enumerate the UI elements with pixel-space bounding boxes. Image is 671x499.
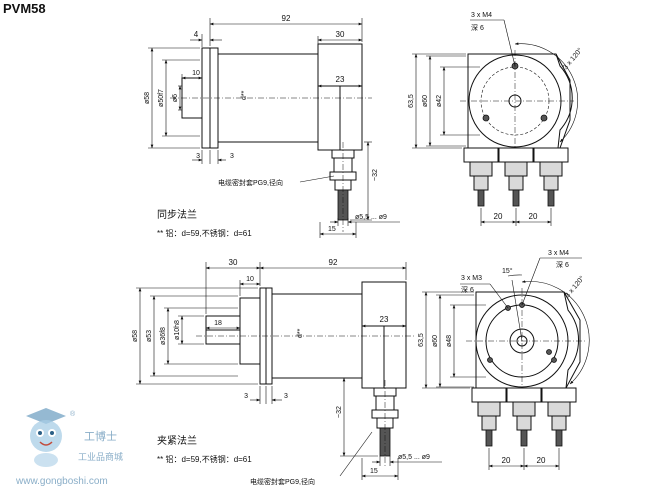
top-dim-15: 15 [328, 226, 336, 233]
bottom-cable-label: 电缆密封套PG9,径向 [250, 477, 315, 486]
top-end-angle: 3 x 120° [561, 46, 584, 71]
top-end-holes: 3 x M4 [471, 12, 492, 19]
top-dim-d6: ø6 [172, 94, 179, 102]
watermark-url: www.gongboshi.com [15, 476, 108, 487]
bottom-end-depth-b: 深 6 [461, 285, 474, 294]
bottom-note: ** 铝：d=59,不锈钢：d=61 [157, 454, 252, 464]
bottom-end-w1: 20 [502, 456, 511, 465]
top-note: ** 铝：d=59,不锈钢：d=61 [157, 228, 252, 238]
top-end-h: 63,5 [408, 94, 415, 108]
drawing-title: PVM58 [3, 1, 46, 16]
bottom-end-w2: 20 [537, 456, 546, 465]
top-end-d60: ø60 [422, 95, 429, 107]
bottom-dim-10: 10 [246, 276, 254, 283]
top-cable-label: 电缆密封套PG9,径向 [218, 178, 283, 187]
top-dim-cable-d: ø5,5 ... ø9 [355, 214, 387, 221]
bottom-end-depth-a: 深 6 [556, 260, 569, 269]
bottom-d-label: d** [297, 328, 304, 338]
bottom-dim-3a: 3 [244, 393, 248, 400]
bottom-caption: 夹紧法兰 [157, 434, 197, 447]
bottom-end-view: 3 x M4 深 6 3 x M3 深 6 15° 3 x 120° 63,5 … [418, 250, 590, 470]
top-end-w1: 20 [494, 212, 503, 221]
bottom-dim-18: 18 [214, 320, 222, 327]
top-end-d42: ø42 [436, 95, 443, 107]
top-dim-32: ~32 [372, 169, 379, 181]
top-dim-30: 30 [336, 30, 345, 39]
bottom-end-holes-b: 3 x M3 [461, 275, 482, 282]
top-end-depth: 深 6 [471, 23, 484, 32]
watermark-sub: 工业品商城 [78, 451, 123, 462]
top-dim-92: 92 [282, 14, 291, 23]
bottom-dim-d53: ø53 [146, 330, 153, 342]
bottom-dim-3b: 3 [284, 393, 288, 400]
bottom-dim-15: 15 [370, 468, 378, 475]
bottom-end-h: 63,5 [418, 333, 425, 347]
bottom-dim-cable-d: ø5,5 ... ø9 [398, 454, 430, 461]
bottom-dim-30: 30 [229, 258, 238, 267]
mascot-icon [26, 408, 66, 467]
bottom-dim-d10: ø10h8 [174, 320, 181, 340]
watermark: 工博士 ® 工业品商城 www.gongboshi.com [15, 408, 123, 487]
top-side-view: d** 92 30 4 10 23 ø58 ø50f7 ø6 [144, 14, 400, 238]
top-caption: 同步法兰 [157, 208, 197, 221]
watermark-brand: 工博士 [84, 430, 117, 443]
top-d-label: d** [241, 90, 248, 100]
top-end-w2: 20 [529, 212, 538, 221]
top-dim-23: 23 [336, 75, 345, 84]
top-end-view: 3 x M4 深 6 3 x 120° 63,5 ø60 ø42 20 20 [408, 12, 584, 226]
top-dim-3a: 3 [196, 153, 200, 160]
top-dim-4: 4 [194, 30, 199, 39]
top-dim-d50: ø50f7 [158, 89, 165, 107]
bottom-end-angle15: 15° [502, 267, 513, 275]
bottom-end-d48: ø48 [446, 335, 453, 347]
bottom-side-view: d** 30 92 10 18 23 ø58 ø53 ø36f8 [132, 258, 442, 486]
bottom-dim-d36: ø36f8 [160, 327, 167, 345]
bottom-dim-d58: ø58 [132, 330, 139, 342]
bottom-dim-23: 23 [380, 315, 389, 324]
top-dim-3b: 3 [230, 153, 234, 160]
bottom-end-angle: 3 x 120° [563, 274, 586, 299]
watermark-reg: ® [70, 410, 76, 418]
bottom-end-d60: ø60 [432, 335, 439, 347]
bottom-dim-32: ~32 [336, 406, 343, 418]
top-dim-10: 10 [192, 70, 200, 77]
bottom-dim-92: 92 [329, 258, 338, 267]
top-dim-d58: ø58 [144, 92, 151, 104]
bottom-end-holes-a: 3 x M4 [548, 250, 569, 257]
